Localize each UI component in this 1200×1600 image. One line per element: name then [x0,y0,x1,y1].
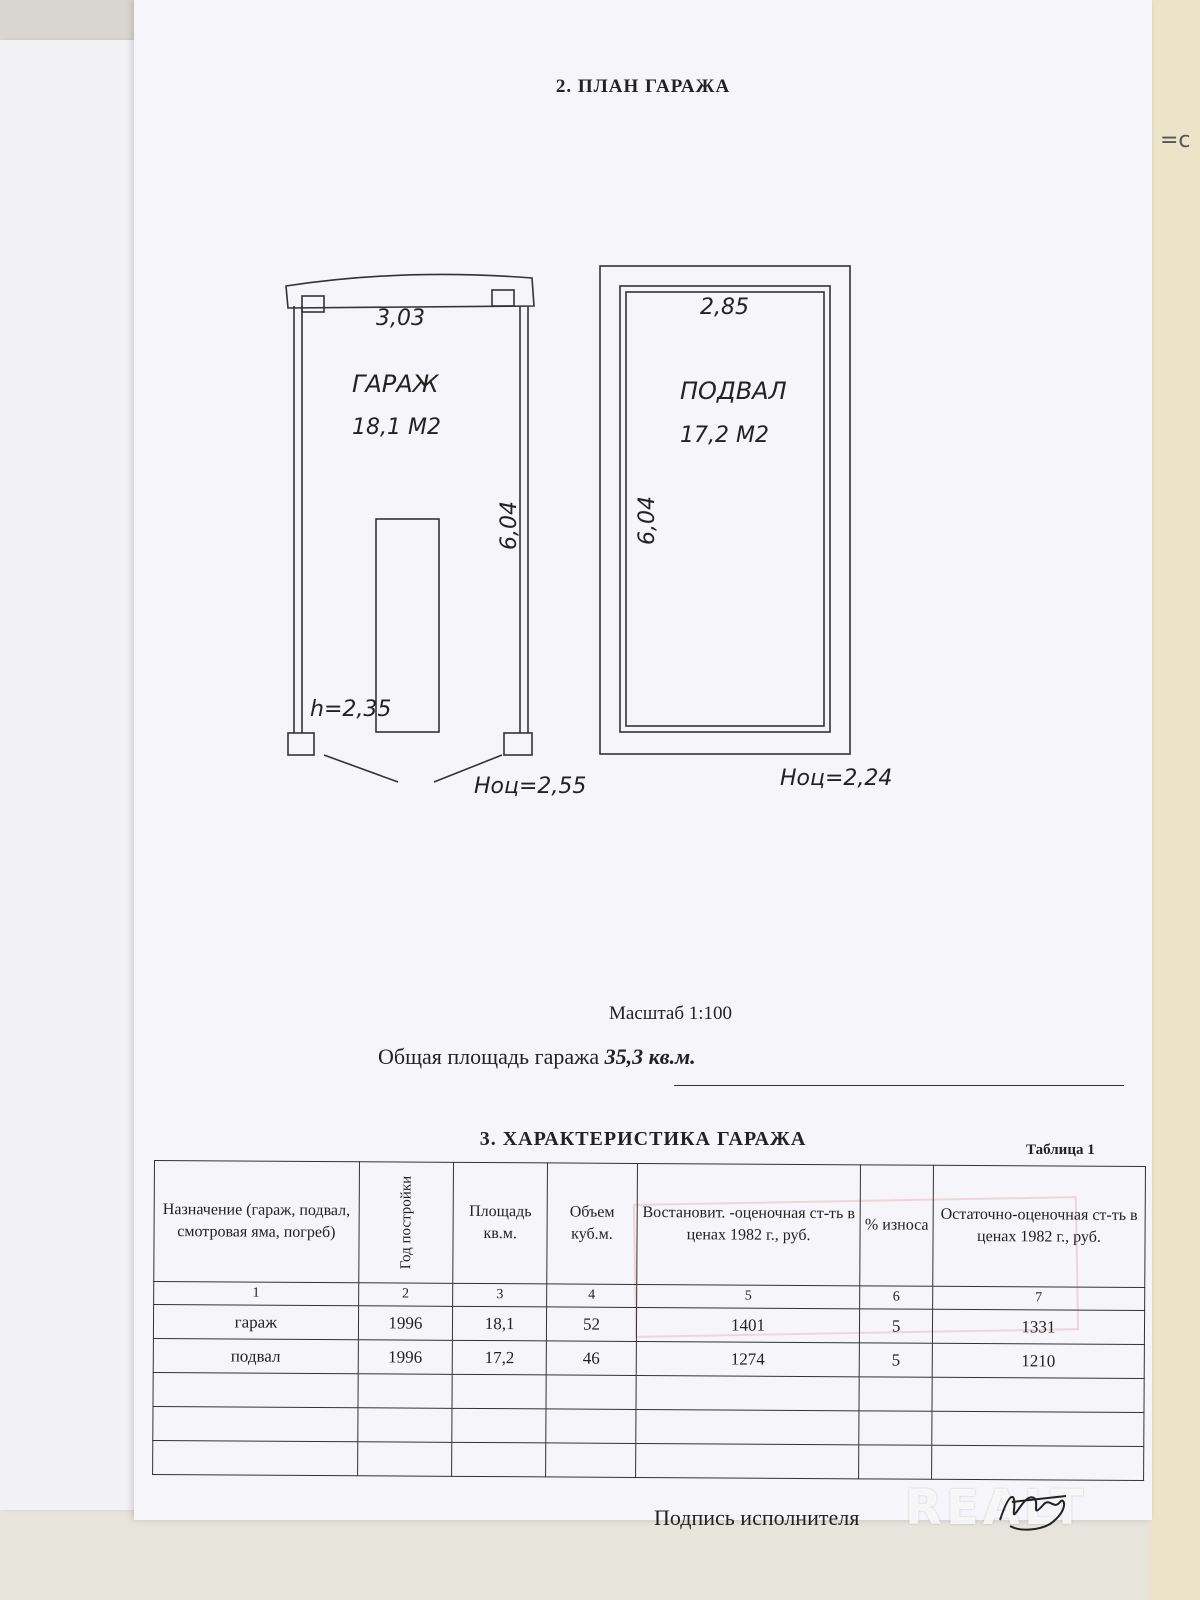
garage-width-label: 3,03 [376,306,425,331]
empty-cell [859,1410,932,1446]
column-number: 7 [932,1286,1145,1311]
empty-cell [859,1376,933,1412]
row-purpose: подвал [153,1338,359,1374]
column-number: 3 [452,1283,548,1307]
row-wear: 5 [859,1308,933,1344]
empty-cell [451,1442,547,1477]
empty-cell [451,1408,547,1443]
header-replacement-cost: Востановит. -оценочная ст-ть в ценах 198… [636,1163,861,1286]
garage-plan [285,273,535,783]
empty-cell [545,1442,636,1478]
scale-label: Масштаб 1:100 [609,1003,733,1024]
row-purpose: гараж [153,1304,359,1340]
header-year-cell: Год постройки [358,1161,454,1284]
empty-cell [357,1407,453,1443]
garage-height-label: h=2,35 [310,697,391,722]
table-header-row: Назначение (гараж, подвал, смотровая яма… [153,1160,1146,1288]
floor-plan-drawing: 3,03 ГАРАЖ 18,1 М2 6,04 h=2,35 Ноц=2,55 … [285,265,892,799]
total-area: Общая площадь гаража 35,3 кв.м. [378,1044,696,1070]
row-area: 17,2 [452,1340,547,1375]
empty-cell [357,1373,453,1409]
row-year: 1996 [357,1339,453,1375]
header-residual-cost: Остаточно-оценочная ст-ть в ценах 1982 г… [932,1165,1146,1288]
empty-cell [546,1374,636,1410]
empty-cell [452,1374,547,1409]
garage-area-label: 18,1 М2 [352,415,441,440]
total-area-underline [674,1085,1124,1086]
table-caption: Таблица 1 [1026,1142,1095,1158]
empty-cell [635,1409,860,1445]
empty-cell [152,1406,358,1442]
column-number: 5 [636,1284,861,1309]
empty-cell [152,1372,358,1408]
total-area-value: 35,3 кв.м. [604,1044,696,1069]
left-paper-sheet [0,40,140,1510]
signature-label: Подпись исполнителя [654,1505,860,1530]
desk-background-right [1150,0,1200,1600]
total-area-label: Общая площадь гаража [378,1044,600,1069]
garage-length-label: 6,04 [497,501,522,550]
characteristics-table: Назначение (гараж, подвал, смотровая яма… [152,1160,1146,1481]
header-purpose: Назначение (гараж, подвал, смотровая яма… [153,1160,360,1283]
column-number: 6 [859,1285,933,1310]
row-area: 18,1 [452,1306,547,1341]
header-year: Год постройки [397,1175,415,1270]
column-number: 2 [358,1282,453,1307]
basement-plan [599,265,851,755]
row-residual-cost: 1210 [932,1343,1145,1379]
basement-width-label: 2,85 [700,295,749,320]
garage-elevation-label: Ноц=2,55 [474,774,586,799]
basement-elevation-label: Ноц=2,24 [780,766,892,791]
empty-cell [546,1408,636,1444]
watermark-logo: REALT [905,1480,1088,1536]
garage-name-label: ГАРАЖ [352,370,440,398]
table-row-empty [152,1440,1144,1481]
document-page: 2. ПЛАН ГАРАЖА 3,03 ГАРАЖ 18,1 М2 6,04 [134,0,1152,1530]
characteristics-title: 3. ХАРАКТЕРИСТИКА ГАРАЖА [479,1128,807,1150]
column-number: 4 [546,1283,637,1308]
row-replacement-cost: 1401 [636,1307,860,1343]
empty-cell [858,1444,932,1480]
empty-cell [635,1443,860,1479]
handwritten-signature [999,1495,1067,1531]
row-replacement-cost: 1274 [635,1341,860,1377]
empty-cell [931,1377,1145,1413]
empty-cell [357,1441,452,1477]
empty-cell [152,1440,358,1476]
row-volume: 46 [546,1340,637,1376]
row-year: 1996 [358,1305,453,1341]
empty-cell [931,1411,1144,1447]
empty-cell [931,1445,1144,1481]
basement-name-label: ПОДВАЛ [680,377,787,405]
row-residual-cost: 1331 [932,1309,1145,1345]
basement-area-label: 17,2 М2 [680,423,769,448]
row-volume: 52 [546,1306,637,1342]
basement-length-label: 6,04 [635,496,660,545]
plan-title: 2. ПЛАН ГАРАЖА [555,76,731,97]
header-volume: Объем куб.м. [547,1162,638,1285]
header-wear: % износа [860,1164,934,1287]
empty-cell [635,1375,860,1411]
row-wear: 5 [859,1342,933,1378]
column-number: 1 [153,1281,359,1306]
header-area: Площадь кв.м. [452,1162,548,1284]
edge-handwriting: =c [1160,128,1191,153]
